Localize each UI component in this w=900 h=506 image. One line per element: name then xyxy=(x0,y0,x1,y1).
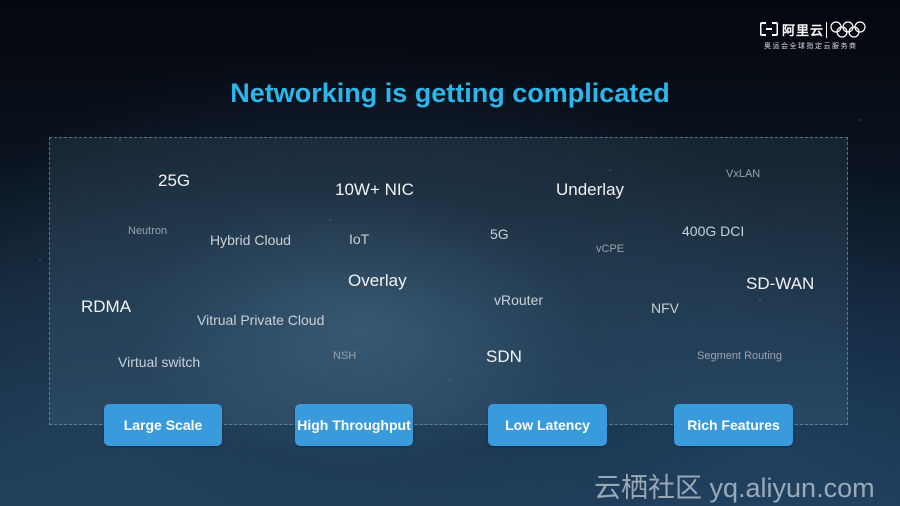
keyword-sd-wan: SD-WAN xyxy=(746,274,815,293)
keyword-vxlan: VxLAN xyxy=(726,168,761,180)
keyword-400g-dci: 400G DCI xyxy=(682,223,745,239)
large-scale-button[interactable]: Large Scale xyxy=(104,404,222,446)
keyword-hybrid-cloud: Hybrid Cloud xyxy=(210,232,291,248)
keyword-25g: 25G xyxy=(158,171,191,190)
keyword-vcpe: vCPE xyxy=(596,243,625,255)
keyword-underlay: Underlay xyxy=(556,180,625,199)
keyword-rdma: RDMA xyxy=(81,297,132,316)
keyword-segment-routing: Segment Routing xyxy=(697,350,782,362)
slide-title: Networking is getting complicated xyxy=(230,78,670,108)
high-throughput-button[interactable]: High Throughput xyxy=(295,404,413,446)
keyword-nsh: NSH xyxy=(333,350,357,362)
keyword-vpc: Vitrual Private Cloud xyxy=(197,312,325,328)
keyword-overlay: Overlay xyxy=(348,271,407,290)
keyword-panel xyxy=(49,137,848,425)
olympic-rings-icon xyxy=(830,21,866,38)
low-latency-button[interactable]: Low Latency xyxy=(488,404,607,446)
keyword-nfv: NFV xyxy=(651,300,679,316)
aliyun-mark-icon xyxy=(760,22,778,36)
logo-subtitle: 奥运会全球指定云服务商 xyxy=(764,43,858,50)
logo-divider xyxy=(826,22,827,38)
keyword-iot: IoT xyxy=(349,231,370,247)
keyword-neutron: Neutron xyxy=(128,225,168,237)
keyword-sdn: SDN xyxy=(486,347,522,366)
keyword-10w-nic: 10W+ NIC xyxy=(335,180,414,199)
keyword-5g: 5G xyxy=(490,226,509,242)
keyword-vrouter: vRouter xyxy=(494,292,544,308)
logo-name: 阿里云 xyxy=(782,23,825,38)
rich-features-button[interactable]: Rich Features xyxy=(674,404,793,446)
aliyun-logo: 阿里云 奥运会全球指定云服务商 xyxy=(760,20,870,54)
watermark: 云栖社区 yq.aliyun.com xyxy=(594,473,875,503)
keyword-virtual-switch: Virtual switch xyxy=(118,354,201,370)
